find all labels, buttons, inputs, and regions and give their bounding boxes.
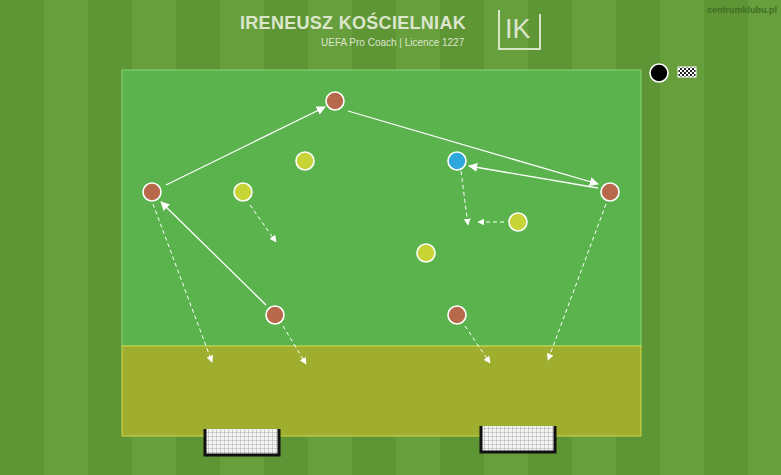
coach-licence: UEFA Pro Coach | Licence 1227 [321,38,464,48]
grass-stripe [0,0,44,475]
goal [481,426,555,452]
coach-name: IRENEUSZ KOŚCIELNIAK [240,14,466,32]
green-zone [122,70,641,346]
logo-initials: IK [505,16,531,43]
pass-arrows [161,107,598,305]
grass-stripe [748,0,781,475]
players [143,92,619,324]
goal [205,429,279,455]
cones [678,67,696,77]
ball [650,64,668,82]
grass-stripe [44,0,88,475]
logo-frame [499,10,540,49]
watermark: centrumklubu.pl [707,6,777,15]
yellow-zone [122,346,641,436]
run-arrows [153,171,606,364]
grass-stripe [704,0,748,475]
